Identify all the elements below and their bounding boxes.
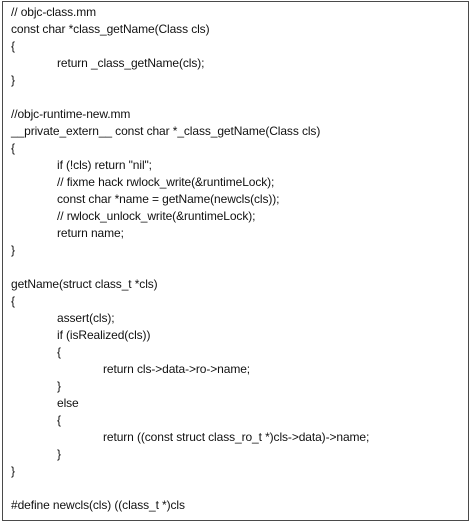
- close-brace-line: }: [57, 379, 61, 393]
- blank-line: [11, 89, 369, 106]
- define-macro-line: #define newcls(cls) ((class_t *)cls: [11, 498, 185, 512]
- code-statement-line: const char *name = getName(newcls(cls));: [57, 192, 280, 206]
- close-brace-line: }: [11, 243, 15, 257]
- open-brace-line: {: [57, 345, 61, 359]
- code-listing: // objc-class.mm const char *class_getNa…: [11, 4, 369, 514]
- return-statement-line: return name;: [57, 226, 124, 240]
- return-statement-line: return ((const struct class_ro_t *)cls->…: [103, 430, 370, 444]
- function-signature-line: const char *class_getName(Class cls): [11, 22, 210, 36]
- blank-line: [11, 259, 369, 276]
- close-brace-line: }: [57, 447, 61, 461]
- code-statement-line: else: [57, 396, 79, 410]
- close-brace-line: }: [11, 73, 15, 87]
- function-signature-line: getName(struct class_t *cls): [11, 277, 158, 291]
- function-signature-line: __private_extern__ const char *_class_ge…: [11, 124, 321, 138]
- return-statement-line: return cls->data->ro->name;: [103, 362, 251, 376]
- comment-line: // fixme hack rwlock_write(&runtimeLock)…: [57, 175, 275, 189]
- close-brace-line: }: [11, 464, 15, 478]
- comment-line: // objc-class.mm: [11, 5, 97, 19]
- comment-line: //objc-runtime-new.mm: [11, 107, 131, 121]
- open-brace-line: {: [11, 39, 15, 53]
- comment-line: // rwlock_unlock_write(&runtimeLock);: [57, 209, 256, 223]
- code-statement-line: if (isRealized(cls)): [57, 328, 151, 342]
- open-brace-line: {: [11, 141, 15, 155]
- open-brace-line: {: [11, 294, 15, 308]
- open-brace-line: {: [57, 413, 61, 427]
- blank-line: [11, 480, 369, 497]
- code-statement-line: assert(cls);: [57, 311, 115, 325]
- code-statement-line: if (!cls) return "nil";: [57, 158, 152, 172]
- code-listing-box: // objc-class.mm const char *class_getNa…: [2, 1, 469, 521]
- return-statement-line: return _class_getName(cls);: [57, 56, 205, 70]
